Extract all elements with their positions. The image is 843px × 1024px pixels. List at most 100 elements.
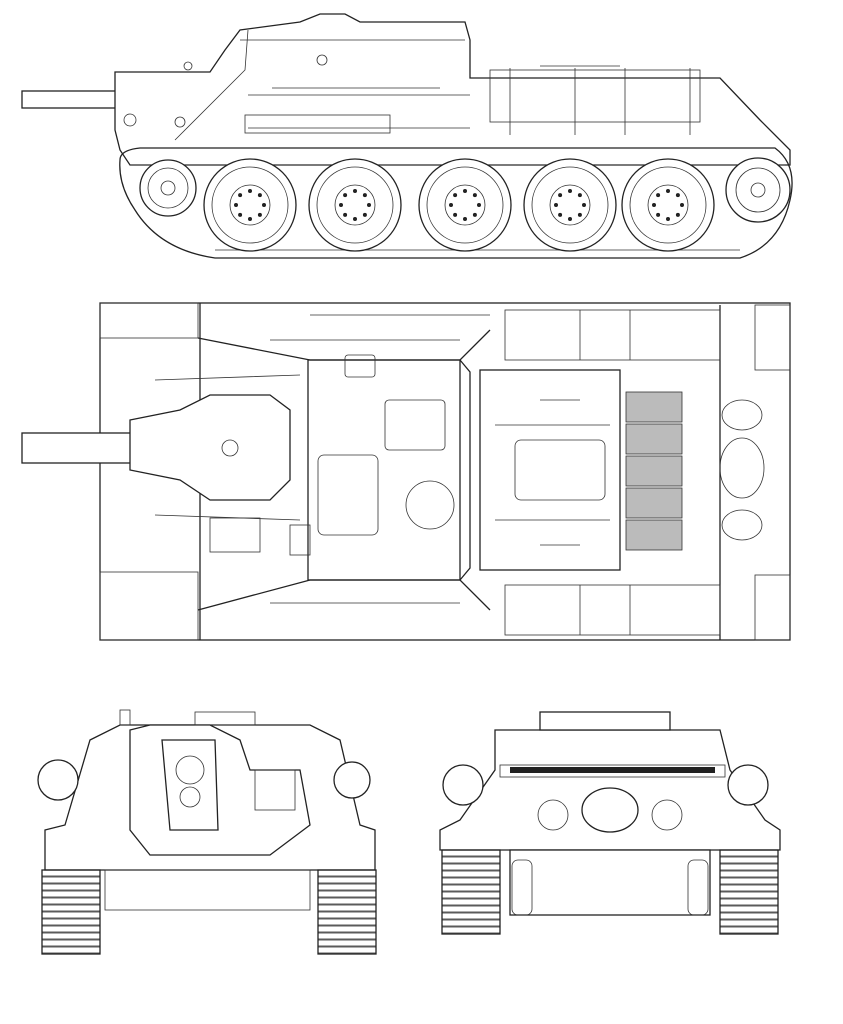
wheel-bolt xyxy=(656,212,661,217)
engine-grille xyxy=(625,391,683,551)
wheel-bolt xyxy=(652,203,656,207)
track-link xyxy=(317,876,377,884)
wheel-bolt xyxy=(568,189,572,193)
track-link xyxy=(719,891,779,899)
front-tracks xyxy=(41,869,377,955)
track-link xyxy=(719,919,779,927)
track-link xyxy=(317,869,377,877)
track-link xyxy=(441,884,501,892)
wheel-bolt xyxy=(472,212,477,217)
drive-sprocket xyxy=(725,157,791,223)
track-link xyxy=(719,863,779,871)
road-wheel xyxy=(203,158,297,252)
track-outline xyxy=(317,869,377,955)
road-wheel-rim xyxy=(426,166,504,244)
wheel-bolt xyxy=(453,193,458,198)
track-outline xyxy=(719,849,779,935)
wheel-bolt xyxy=(257,212,262,217)
road-wheel-hub xyxy=(334,184,376,226)
rear-hatch xyxy=(581,787,639,833)
front-view xyxy=(37,709,377,955)
rear-lower-plate xyxy=(509,849,711,916)
track-link xyxy=(441,912,501,920)
track-link xyxy=(317,890,377,898)
track-link xyxy=(317,932,377,940)
track-link xyxy=(719,856,779,864)
wheel-bolt xyxy=(477,203,481,207)
track-link xyxy=(41,932,101,940)
wheel-bolt xyxy=(248,189,252,193)
track-link xyxy=(719,877,779,885)
track-link xyxy=(719,912,779,920)
track xyxy=(119,147,793,259)
road-wheel-hub xyxy=(647,184,689,226)
track-link xyxy=(719,898,779,906)
track-link xyxy=(719,926,779,934)
hull-and-casemate xyxy=(114,13,791,166)
fighting-compartment-roof xyxy=(307,359,461,581)
track-link xyxy=(41,939,101,947)
track-link xyxy=(719,905,779,913)
track-link xyxy=(317,883,377,891)
wheel-bolt xyxy=(582,203,586,207)
track-outline xyxy=(441,849,501,935)
wheel-bolt xyxy=(362,193,367,198)
side-view xyxy=(21,13,793,259)
wheel-bolt xyxy=(675,212,680,217)
road-wheel-hub xyxy=(229,184,271,226)
grille-panel xyxy=(625,391,683,423)
rear-tracks xyxy=(441,849,779,935)
wheel-bolt xyxy=(577,212,582,217)
wheel-bolt xyxy=(666,189,670,193)
track-link xyxy=(441,877,501,885)
track-link xyxy=(719,884,779,892)
track-link xyxy=(441,891,501,899)
gun-barrel xyxy=(21,90,119,109)
wheel-bolt xyxy=(554,203,558,207)
wheel-bolt xyxy=(238,212,243,217)
track-link xyxy=(41,883,101,891)
wheel-bolt xyxy=(343,193,348,198)
track-link xyxy=(441,849,501,857)
wheel-bolt xyxy=(656,193,661,198)
wheel-bolt xyxy=(343,212,348,217)
track-outline xyxy=(41,869,101,955)
track-link xyxy=(441,919,501,927)
wheel-bolt xyxy=(367,203,371,207)
rear-light-left xyxy=(442,764,484,806)
track-link xyxy=(317,911,377,919)
wheel-bolt xyxy=(238,193,243,198)
top-view xyxy=(21,302,791,641)
road-wheel-rim xyxy=(629,166,707,244)
wheel-bolt xyxy=(353,217,357,221)
wheel-bolt xyxy=(362,212,367,217)
road-wheel-rim xyxy=(531,166,609,244)
track-link xyxy=(317,925,377,933)
track-link xyxy=(41,890,101,898)
track-link xyxy=(317,897,377,905)
rear-light-right xyxy=(727,764,769,806)
wheel-bolt xyxy=(449,203,453,207)
headlight-left xyxy=(37,759,79,801)
gun-barrel-top xyxy=(21,432,133,464)
road-wheel-hub xyxy=(549,184,591,226)
wheel-bolt xyxy=(353,189,357,193)
track-link xyxy=(317,946,377,954)
track-link xyxy=(41,904,101,912)
track-link xyxy=(441,863,501,871)
wheel-bolt xyxy=(262,203,266,207)
grille-panel xyxy=(625,455,683,487)
road-wheel-hub xyxy=(444,184,486,226)
track-link xyxy=(441,905,501,913)
track-link xyxy=(317,904,377,912)
track-link xyxy=(41,869,101,877)
grille-panel xyxy=(625,519,683,551)
wheel-bolt xyxy=(666,217,670,221)
track-link xyxy=(441,926,501,934)
track-link xyxy=(317,918,377,926)
wheel-bolt xyxy=(568,217,572,221)
headlight-right xyxy=(333,761,371,799)
gun-mantlet xyxy=(129,394,291,501)
wheel-bolt xyxy=(558,212,563,217)
road-wheel xyxy=(418,158,512,252)
